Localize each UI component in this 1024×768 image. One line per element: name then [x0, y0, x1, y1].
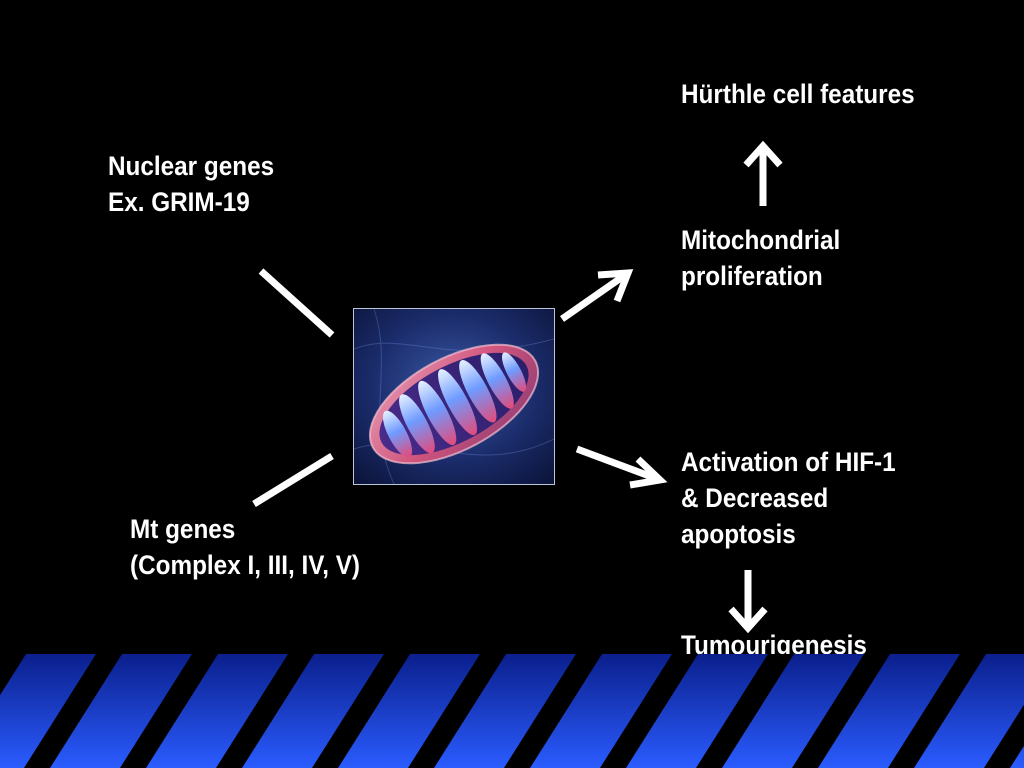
mt-connector-line [252, 453, 334, 507]
nuclear-connector-line [258, 268, 335, 338]
nuclear-genes-line1: Nuclear genes [108, 151, 275, 181]
hif-line3: apoptosis [681, 519, 796, 549]
hif-line1: Activation of HIF-1 [681, 447, 896, 477]
diagonal-stripe [312, 654, 410, 768]
diagonal-stripe [120, 654, 218, 768]
arrow-down-to-tumourigenesis [728, 570, 768, 634]
diagonal-stripe [216, 654, 314, 768]
diagonal-stripe [24, 654, 122, 768]
diagonal-stripe [792, 654, 890, 768]
nuclear-genes-line2: Ex. GRIM-19 [108, 187, 250, 217]
mitochondrion-icon [354, 309, 554, 484]
hurthle-text: Hürthle cell features [681, 79, 915, 109]
mitochondrial-proliferation-label: Mitochondrial proliferation [681, 222, 840, 294]
nuclear-genes-label: Nuclear genes Ex. GRIM-19 [108, 148, 274, 220]
mt-genes-label: Mt genes (Complex I, III, IV, V) [130, 511, 360, 583]
mt-genes-line1: Mt genes [130, 514, 236, 544]
hif-line2: & Decreased [681, 483, 829, 513]
mt-genes-line2: (Complex I, III, IV, V) [130, 550, 361, 580]
arrow-up-to-hurthle [743, 140, 783, 206]
diagonal-stripe [504, 654, 602, 768]
diagonal-stripe [408, 654, 506, 768]
stripe-band [0, 654, 1024, 768]
hurthle-cell-features-label: Hürthle cell features [681, 76, 915, 112]
arrow-to-proliferation [559, 269, 634, 322]
mito-line1: Mitochondrial [681, 225, 841, 255]
hif-activation-label: Activation of HIF-1 & Decreased apoptosi… [681, 444, 896, 552]
diagonal-stripe [600, 654, 698, 768]
diagonal-stripe [888, 654, 986, 768]
mito-line2: proliferation [681, 261, 823, 291]
mitochondrion-image [353, 308, 555, 485]
diagonal-stripe [696, 654, 794, 768]
arrow-to-hif [575, 445, 668, 489]
